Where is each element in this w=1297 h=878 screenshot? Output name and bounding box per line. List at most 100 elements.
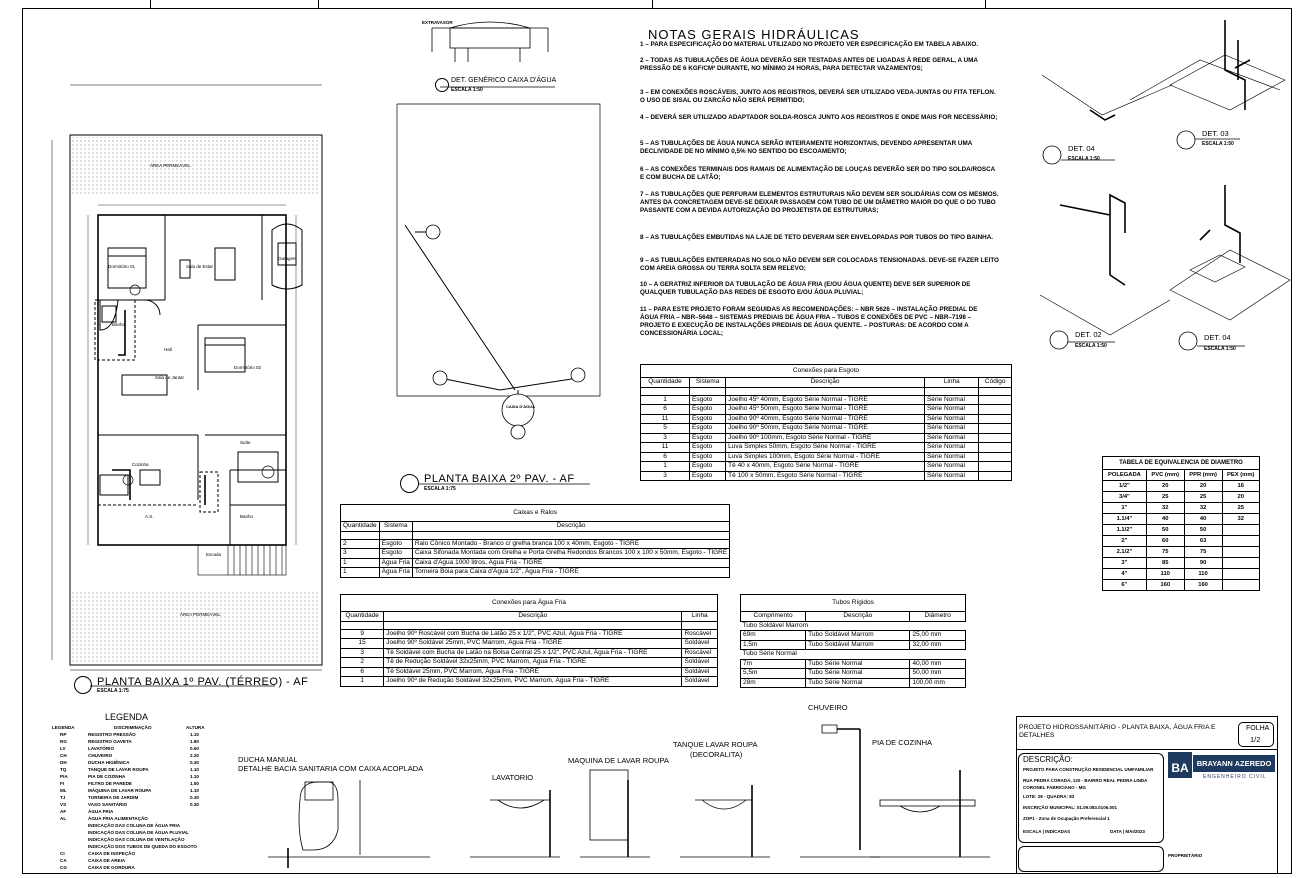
view-marker [74,676,92,694]
note-item: 9 – AS TUBULAÇÕES ENTERRADAS NO SOLO NÃO… [640,257,999,272]
brand-logo: BA [1168,752,1192,778]
top-divider [150,0,151,8]
legend-cell: INDICAÇÃO DAS COLUNA DE ÁGUA PLUVIAL [88,830,189,835]
equivalencia-table: TABELA DE EQUIVALENCIA DE DIAMETRO POLEG… [1102,456,1260,591]
title-block-header [1016,716,1278,750]
legend-cell: REGISTRO PRESSÃO [88,732,136,737]
legend-cell: 1.10 [190,774,199,779]
legend-header-cell: LEGENDA [52,725,75,730]
room-label: Sala de Jantar [155,375,185,380]
legend-cell: LAVATÓRIO [88,746,115,751]
legend-cell: 0.30 [190,795,199,800]
ducha-label: DUCHA MANUAL [238,755,298,764]
legend-cell: FI [60,781,65,786]
legend-cell: CI [60,851,65,856]
endereco-2: CORONEL FABRICIANO - MG [1023,785,1086,790]
maquina-label: MAQUINA DE LAVAR ROUPA [568,756,669,765]
brand-subtitle: ENGENHEIRO CIVIL [1203,774,1267,780]
planta1-scale: ESCALA 1:75 [97,688,129,694]
legend-cell: RP [60,732,67,737]
note-item: 7 – AS TUBULAÇÕES QUE PERFURAM ELEMENTOS… [640,191,999,214]
room-label: Hall [164,347,172,352]
note-item: 11 – PARA ESTE PROJETO FORAM SEGUIDAS AS… [640,306,978,337]
legend-cell: TORNEIRA DE JARDIM [88,795,139,800]
room-label: Suíte [240,440,251,445]
area-permeavel-label: ÁREA PERMEÁVEL [150,163,191,168]
note-item: 3 – EM CONEXÕES ROSCÁVEIS, JUNTO AOS REG… [640,89,996,104]
caixa-dagua-label: CAIXA D'ÁGUA [506,404,536,409]
folha-box [1238,722,1274,747]
table-cell: 1 [339,676,385,687]
table-caption: Tubos Rígidos [740,594,966,612]
folha-label: FOLHA [1246,725,1270,732]
note-item: 8 – AS TUBULAÇÕES EMBUTIDAS NA LAJE DE T… [640,234,994,241]
room-label: Sala de Estar [186,264,214,269]
table-cell: Joelho 90º de Redução Soldável 32x25mm, … [383,676,683,687]
room-label: Cozinha [132,462,149,467]
signature-box [1018,846,1164,872]
table-cell: 100,00 mm [909,677,966,688]
tanque-label: TANQUE LAVAR ROUPA [673,740,758,749]
table-cell: 20 [1183,480,1223,492]
legend-cell: ML [60,788,67,793]
legend-cell: CH [60,753,67,758]
descricao-text: PROJETO PARA CONSTRUÇÃO RESIDENCIAL UNIF… [1023,767,1154,772]
notes-title: NOTAS GERAIS HIDRÁULICAS [648,27,860,42]
view-marker [435,78,449,92]
legend-cell: DH [60,760,67,765]
legend-cell: 0.30 [190,802,199,807]
legend-cell: MÁQUINA DE LAVAR ROUPA [88,788,152,793]
legend-row: INDICAÇÃO DAS COLUNA DE VENTILAÇÃO [52,837,212,843]
legend-header-cell: ALTURA [186,725,205,730]
note-item: 10 – A GERATRIZ INFERIOR DA TUBULAÇÃO DE… [640,281,971,296]
project-title: PROJETO HIDROSSANITÁRIO - PLANTA BAIXA, … [1019,724,1216,739]
legend-cell: TJ [60,795,66,800]
lavatorio-label: LAVATORIO [492,773,534,782]
legend-row: INDICAÇÃO DAS COLUNA DE ÁGUA PLUVIAL [52,830,212,836]
det02-title: DET. 02 [1075,330,1102,339]
table-cell: Tê 100 x 50mm, Esgoto Série Normal - TIG… [725,470,925,481]
legend-cell: INDICAÇÃO DOS TUBOS DE QUEDA DO ESGOTO [88,844,197,849]
legend-cell: AL [60,816,67,821]
legend-cell: VASO SANITÁRIO [88,802,128,807]
legend-cell: 1.10 [190,788,199,793]
esgoto-table: Conexões para Esgoto Quantidade Sistema … [639,364,1012,481]
room-label: Banho [240,514,254,519]
legend-cell: DUCHA HIGIÊNICA [88,760,130,765]
room-label: Garagem [278,256,297,261]
legend-row: INDICAÇÃO DAS COLUNA DE ÁGUA FRIA [52,823,212,829]
note-item: 2 – TODAS AS TUBULAÇÕES DE ÁGUA DEVERÃO … [640,57,978,72]
endereco: RUA PEDRA CORADA, 120 - BAIRRO REAL PEDR… [1023,778,1148,783]
sheet-border [22,8,1292,874]
legend-cell: RG [60,739,67,744]
legend-cell: 1.10 [190,767,199,772]
legend-row: INDICAÇÃO DOS TUBOS DE QUEDA DO ESGOTO [52,844,212,850]
legend-cell: AF [60,809,67,814]
room-label: A.S. [145,514,154,519]
det03-title: DET. 03 [1202,129,1229,138]
table-cell: 160 [1183,579,1223,591]
legend-cell: LV [60,746,66,751]
legend-header: LEGENDA DISCRIMINAÇÃO ALTURA [52,725,212,731]
inscricao: INSCRIÇÃO MUNICIPAL: 01.09.083.0106.001 [1023,805,1117,810]
room-label: Dormitório 02 [234,365,262,370]
planta2-scale: ESCALA 1:75 [424,486,456,492]
table-cell: Série Normal [923,470,980,481]
legend-cell: INDICAÇÃO DAS COLUNA DE ÁGUA FRIA [88,823,181,828]
room-label: Dormitório 01 [108,264,136,269]
area-permeavel-label: ÁREA PERMEÁVEL [180,612,221,617]
table-caption: Conexões para Esgoto [640,364,1012,378]
det04b-title: DET. 04 [1204,333,1231,342]
legend-title: LEGENDA [105,712,149,722]
